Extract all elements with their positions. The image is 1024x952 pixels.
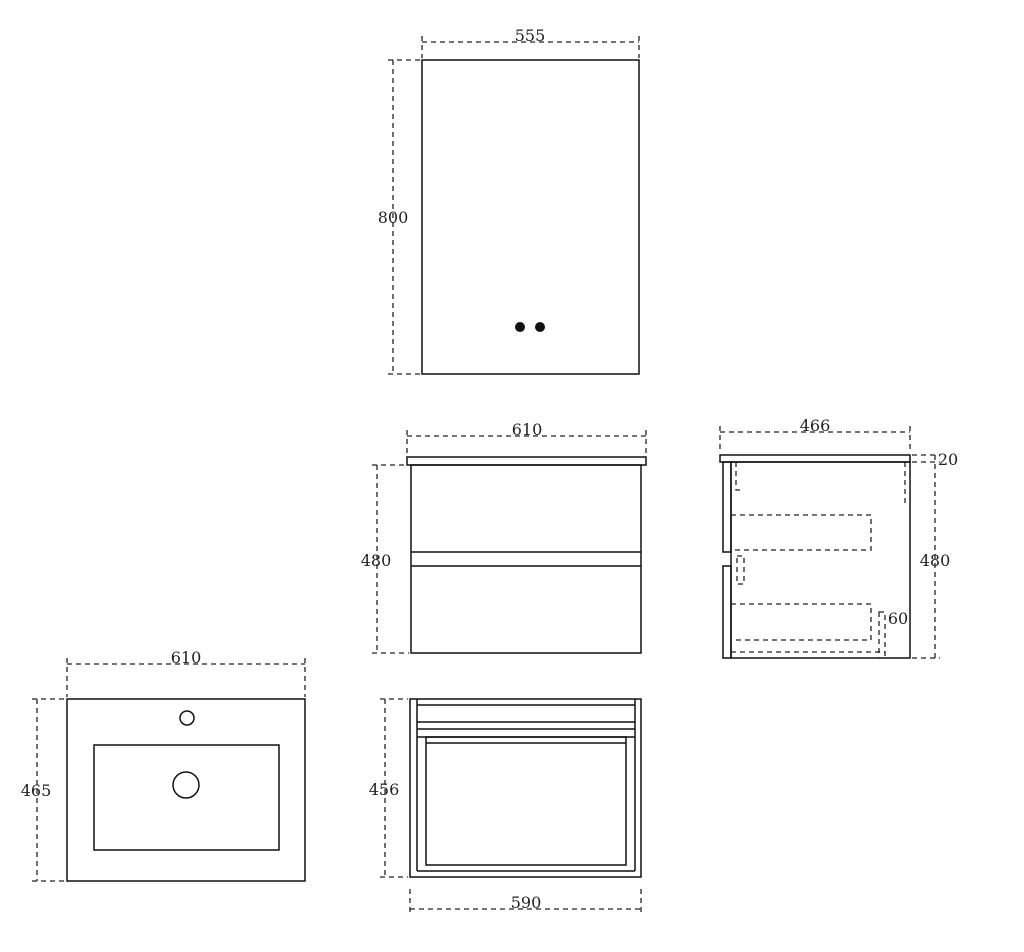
drawer-front-upper bbox=[722, 461, 732, 553]
countertop bbox=[406, 456, 647, 466]
cabinet-side bbox=[730, 461, 911, 659]
hidden-line bbox=[904, 462, 909, 504]
basin-outline bbox=[66, 698, 306, 882]
plan-depth-label: 456 bbox=[369, 780, 400, 799]
mirror-height-label: 800 bbox=[378, 208, 409, 227]
plan-outline bbox=[409, 698, 642, 878]
mirror-view: 555 800 bbox=[378, 26, 640, 375]
sensor-dot-icon bbox=[515, 322, 525, 332]
kick-line bbox=[878, 611, 886, 659]
basin-depth-label: 465 bbox=[21, 781, 52, 800]
drawer-box-lower bbox=[731, 603, 872, 641]
vanity-height-label: 480 bbox=[361, 551, 392, 570]
side-depth-label: 466 bbox=[800, 416, 831, 435]
countertop-side bbox=[719, 454, 911, 463]
vanity-width-label: 610 bbox=[512, 420, 543, 439]
plan-width-label: 590 bbox=[511, 893, 542, 912]
hidden-line bbox=[736, 555, 745, 585]
vanity-plan-view: 456 590 bbox=[369, 698, 642, 914]
top-thickness-label: 20 bbox=[938, 450, 958, 469]
tap-hole-icon bbox=[179, 710, 195, 726]
basin-bowl bbox=[93, 744, 280, 851]
basin-width-label: 610 bbox=[171, 648, 202, 667]
mirror-width-label: 555 bbox=[515, 26, 546, 45]
hidden-line bbox=[735, 462, 740, 491]
sensor-dot-icon bbox=[535, 322, 545, 332]
basin-plan-view: 610 465 bbox=[21, 648, 306, 882]
drawer-box-upper bbox=[731, 514, 872, 551]
drain-icon bbox=[172, 771, 200, 799]
drawer-front-lower bbox=[722, 565, 732, 659]
kick-label: 60 bbox=[888, 609, 908, 628]
plan-drawer bbox=[425, 736, 627, 866]
cabinet-body bbox=[410, 464, 642, 654]
vanity-front-view: 610 480 bbox=[361, 420, 647, 654]
vanity-side-view: 466 20 480 60 bbox=[719, 416, 958, 659]
side-height-label: 480 bbox=[920, 551, 951, 570]
mirror-outline bbox=[421, 59, 640, 375]
